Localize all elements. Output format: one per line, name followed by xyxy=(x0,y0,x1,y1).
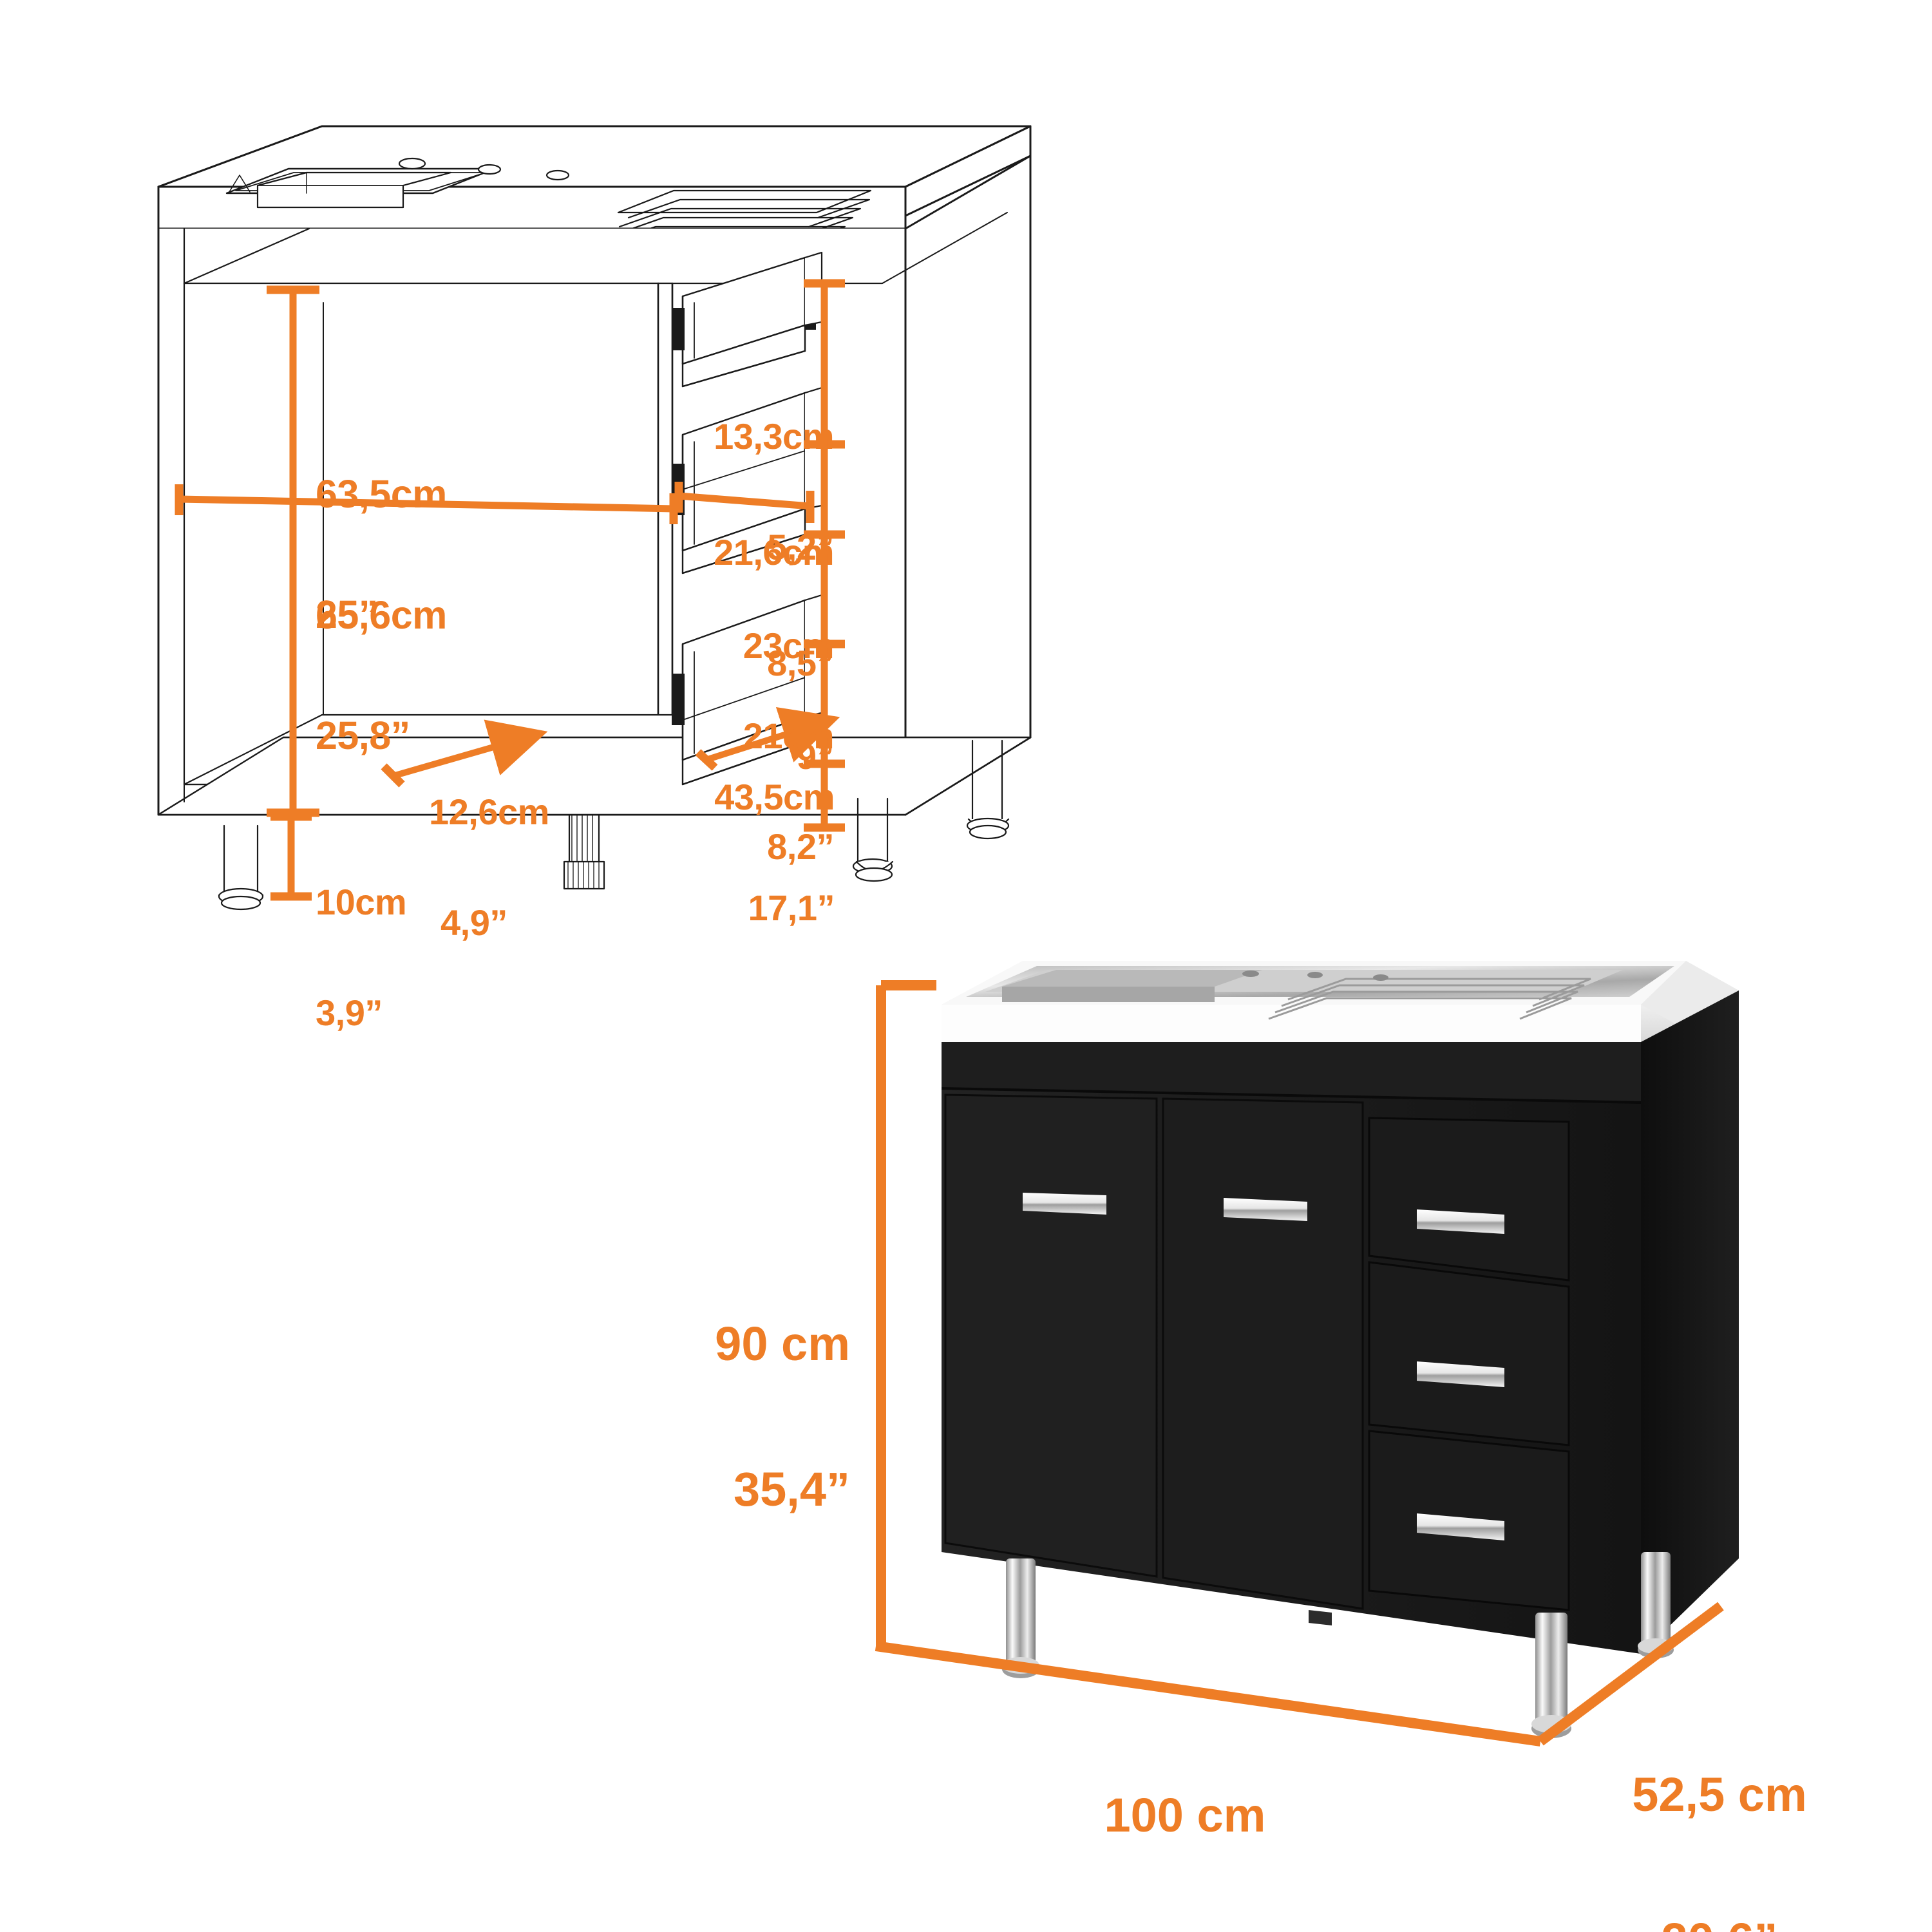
dim-drawer-top-height: 13,3cm 5,2” xyxy=(714,416,834,567)
dim-leg-height: 10cm 3,9” xyxy=(316,882,407,1033)
product-render-group xyxy=(941,961,1739,1738)
handle-group xyxy=(1023,1193,1504,1540)
dim-base-shelf-depth: 12,6cm 4,9” xyxy=(429,791,549,943)
dim-overall-depth: 52,5 cm 20,6” xyxy=(1632,1767,1807,1932)
dim-interior-upper-height: 63,5cm 25” xyxy=(316,472,447,637)
dim-drawer-bottom-depth: 43,5cm 17,1” xyxy=(714,777,835,928)
dim-interior-total-height: 65,6cm 25,8” xyxy=(316,593,447,758)
dim-drawer-middle-height: 21,6cm 8,5” xyxy=(714,532,834,683)
dim-drawer-bottom-height: 21cm 8,2” xyxy=(743,715,835,867)
technical-dimension-lines xyxy=(175,279,845,901)
dim-overall-height: 90 cm 35,4” xyxy=(715,1316,850,1517)
dim-drawer-middle-width: 23cm 9” xyxy=(743,625,835,777)
dim-overall-width: 100 cm 39,3” xyxy=(1104,1788,1266,1842)
render-dimension-lines xyxy=(875,980,1724,1747)
technical-drawing-group xyxy=(157,125,1032,911)
